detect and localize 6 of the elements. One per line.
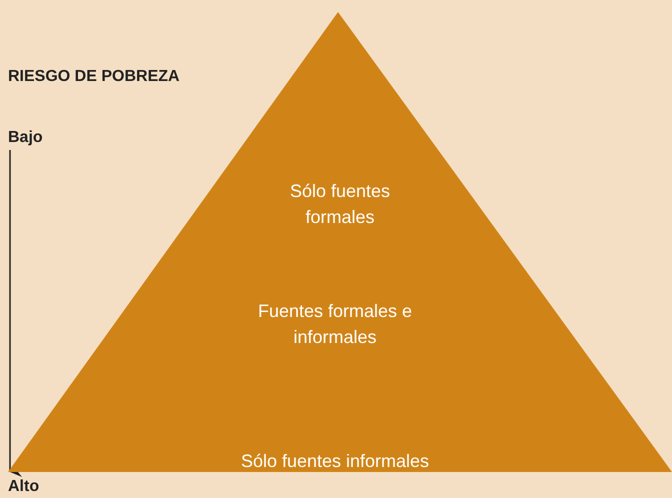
axis-label: Alto bbox=[8, 478, 40, 496]
axis-label: Bajo bbox=[8, 129, 43, 147]
tier-label: Sólo fuentes informales bbox=[240, 450, 430, 473]
tier-label: Sólo fuentes formales bbox=[288, 180, 392, 229]
tier-label: Fuentes formales e informales bbox=[256, 300, 414, 349]
axis-title: RIESGO DE POBREZA bbox=[8, 68, 180, 86]
